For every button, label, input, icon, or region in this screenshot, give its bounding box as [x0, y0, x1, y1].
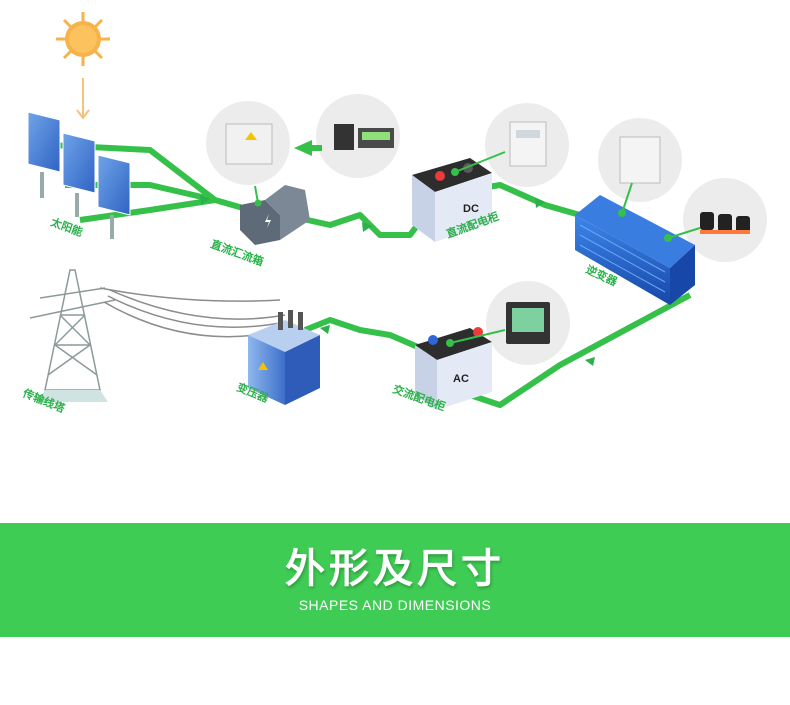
transformer-icon [248, 310, 320, 405]
label-solar-panel: 太阳能 [48, 214, 85, 239]
ac-battery-tag: AC [453, 373, 469, 385]
dc-battery-icon: DC [412, 151, 506, 242]
system-diagram: 太阳能 直流汇流箱 DC 直流配电柜 [20, 12, 767, 416]
wire-arrows [200, 195, 595, 366]
solar-panel-array [27, 111, 131, 239]
ac-battery-icon: AC [415, 327, 506, 410]
banner-title: 外形及尺寸 [285, 546, 505, 592]
dc-meter-callout [485, 103, 569, 187]
sunlight-arrow-icon [76, 78, 90, 120]
power-lines [99, 287, 286, 338]
section-banner [0, 523, 790, 637]
sun-icon [56, 12, 110, 66]
dc-battery-tag: DC [463, 203, 479, 215]
inverter-icon [575, 182, 701, 305]
inverter-callout-ct [683, 178, 767, 262]
meter-callout [316, 94, 400, 178]
inverter-callout-top [598, 118, 682, 202]
callout-arrow-icon [294, 140, 322, 156]
combiner-callout [206, 101, 290, 185]
banner-subtitle: SHAPES AND DIMENSIONS [298, 597, 492, 613]
transmission-tower-icon [29, 269, 116, 402]
ac-meter-callout [486, 281, 570, 365]
dc-combiner-box [240, 185, 310, 245]
